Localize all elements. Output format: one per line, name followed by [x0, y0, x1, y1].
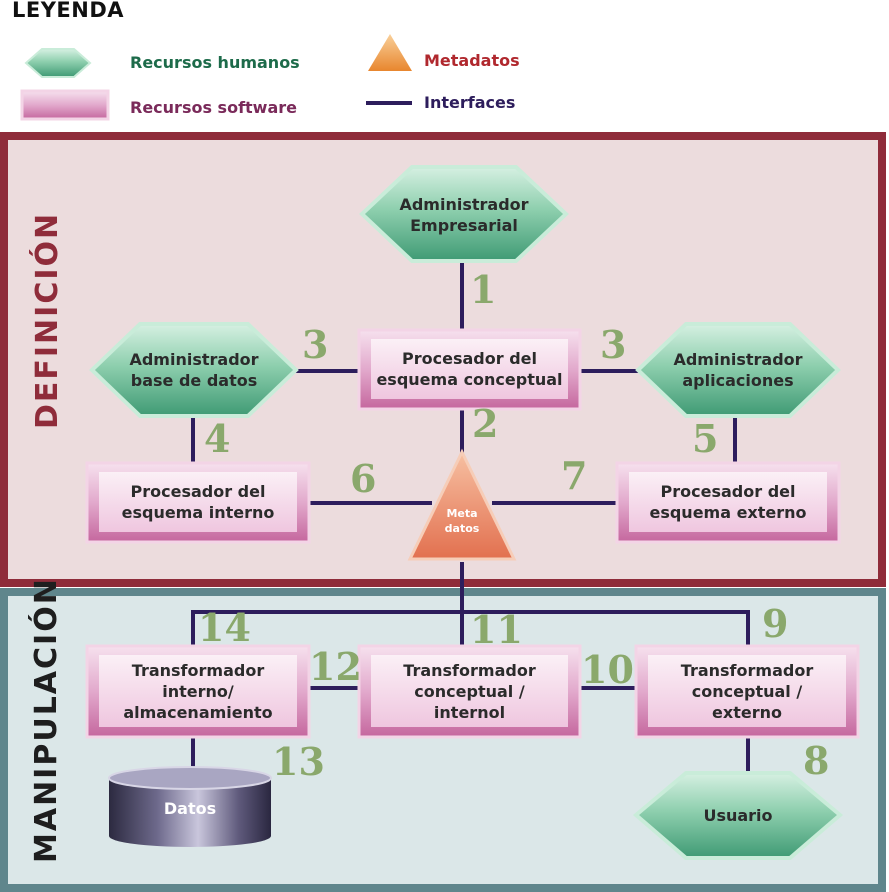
manipulation-section-label: MANIPULACIÓN: [29, 577, 64, 863]
interface-number-8: 8: [803, 738, 830, 783]
legend-metadata-label: Metadatos: [424, 51, 520, 70]
legend-title: LEYENDA: [12, 0, 125, 22]
interface-number-9: 9: [762, 601, 789, 646]
interface-number-6: 6: [350, 456, 377, 501]
conceptual-external-transformer-label: Transformador conceptual / externo: [680, 660, 814, 722]
legend-box-icon: [20, 89, 110, 121]
interface-number-11: 11: [470, 607, 523, 652]
interface-lines: [191, 262, 750, 778]
db-admin-label: Administrador base de datos: [129, 350, 259, 390]
interface-number-13: 13: [272, 739, 325, 784]
conceptual-internal-transformer-label: Transformador conceptual / internol: [403, 660, 536, 722]
interface-number-2: 2: [472, 401, 499, 446]
legend-triangle-icon: [368, 34, 412, 71]
interface-number-3-left: 3: [302, 322, 329, 367]
interface-number-7: 7: [561, 453, 588, 498]
software-boxes: [85, 328, 860, 739]
interface-number-14: 14: [198, 605, 251, 650]
user-label: Usuario: [703, 805, 773, 825]
user-hexagon: [632, 771, 844, 860]
legend-human-label: Recursos humanos: [130, 53, 300, 72]
interface-number-12: 12: [309, 644, 362, 689]
definition-section-label: DEFINICIÓN: [30, 211, 65, 429]
external-processor-label: Procesador del esquema externo: [649, 482, 807, 522]
interface-number-5: 5: [692, 416, 719, 461]
interface-number-10: 10: [581, 647, 634, 692]
business-admin-label: Administrador Empresarial: [399, 195, 529, 235]
interface-number-4: 4: [204, 416, 231, 461]
interface-number-1: 1: [470, 267, 497, 312]
metadata-node-label: Meta datos: [444, 507, 480, 535]
interface-number-3-right: 3: [600, 322, 627, 367]
legend-interfaces-label: Interfaces: [424, 93, 516, 112]
data-store-label: Datos: [163, 799, 217, 818]
app-admin-hexagon: [635, 322, 841, 418]
internal-processor-label: Procesador del esquema interno: [121, 482, 275, 522]
metadata-triangle: [407, 448, 517, 561]
legend-hexagon-icon: [24, 48, 92, 78]
interface-line-bus: [191, 610, 750, 648]
data-cylinder: [108, 766, 272, 847]
business-admin-hexagon: [359, 165, 569, 263]
internal-storage-transformer-label: Transformador interno/ almacenamiento: [123, 660, 273, 722]
conceptual-processor-label: Procesador del esquema conceptual: [376, 349, 563, 389]
db-admin-hexagon: [89, 322, 299, 418]
legend-software-label: Recursos software: [130, 98, 297, 117]
app-admin-label: Administrador aplicaciones: [673, 350, 803, 390]
